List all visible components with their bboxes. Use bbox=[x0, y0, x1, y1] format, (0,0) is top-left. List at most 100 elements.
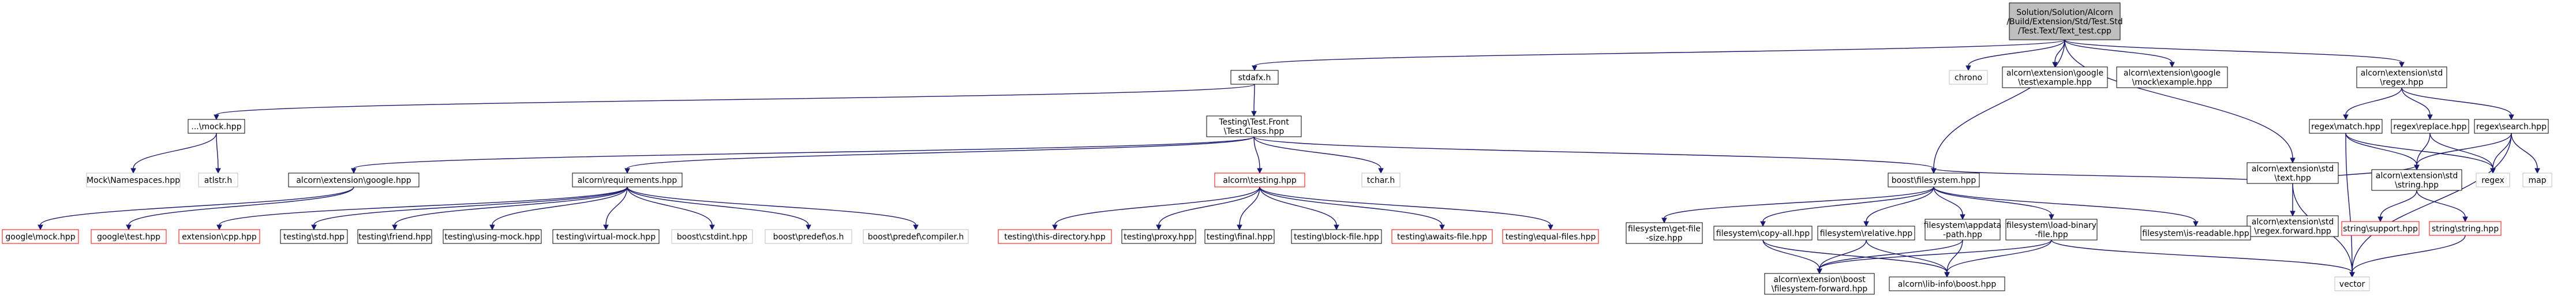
node-box bbox=[2391, 119, 2469, 134]
node-r-match[interactable]: regex\match.hpp bbox=[2309, 119, 2383, 134]
arrowhead-icon bbox=[311, 224, 317, 231]
node-r-search[interactable]: regex\search.hpp bbox=[2474, 119, 2549, 134]
node-label: testing\std.hpp bbox=[283, 232, 345, 242]
edge-line bbox=[2064, 39, 2173, 63]
node-t-thisdir[interactable]: testing\this-directory.hpp bbox=[998, 229, 1112, 244]
node-box bbox=[2522, 172, 2552, 187]
node-fs-readbin[interactable]: filesystem\load-binary-file.hpp bbox=[2005, 219, 2098, 241]
arrowhead-icon bbox=[130, 168, 136, 174]
node-fs-appdata[interactable]: filesystem\appdata-path.hpp bbox=[1924, 219, 2002, 241]
node-box bbox=[863, 229, 969, 244]
node-fs-fwd[interactable]: alcorn\extension\boost\filesystem-forwar… bbox=[1764, 273, 1875, 295]
arrowhead-icon bbox=[215, 168, 221, 174]
node-map[interactable]: map bbox=[2522, 172, 2552, 187]
node-std-text[interactable]: alcorn\extension\std\text.hpp bbox=[2246, 162, 2339, 184]
node-atlstr[interactable]: atlstr.h bbox=[198, 172, 238, 187]
node-fs[interactable]: boost\filesystem.hpp bbox=[1888, 172, 1980, 187]
node-std-string[interactable]: alcorn\extension\std\string.hpp bbox=[2371, 169, 2462, 191]
edge-line bbox=[2401, 87, 2512, 115]
node-label: alcorn\extension\google.hpp bbox=[296, 176, 411, 185]
node-testing[interactable]: alcorn\testing.hpp bbox=[1214, 172, 1305, 187]
node-stdafx[interactable]: stdafx.h bbox=[1230, 70, 1279, 85]
node-vector[interactable]: vector bbox=[2334, 276, 2370, 291]
edge-line bbox=[2345, 87, 2402, 115]
node-b-compiler[interactable]: boost\predef\compiler.h bbox=[863, 229, 969, 244]
node-ext-cpp[interactable]: extension\cpp.hpp bbox=[178, 229, 260, 244]
node-g-mock[interactable]: google\mock.hpp bbox=[2, 229, 79, 244]
node-fs-copyall[interactable]: filesystem\copy-all.hpp bbox=[1713, 226, 1813, 241]
node-g-test[interactable]: google\test.hpp bbox=[91, 229, 167, 244]
node-box bbox=[2334, 276, 2370, 291]
node-gmock-ex[interactable]: alcorn\extension\google\mock\example.hpp bbox=[2116, 66, 2228, 88]
node-t-final[interactable]: testing\final.hpp bbox=[1204, 229, 1275, 244]
node-reqs[interactable]: alcorn\requirements.hpp bbox=[572, 172, 683, 187]
node-box bbox=[178, 229, 260, 244]
node-label: alcorn\testing.hpp bbox=[1223, 176, 1297, 185]
node-b-posix[interactable]: boost\predef\os.h bbox=[765, 229, 852, 244]
node-tchar[interactable]: tchar.h bbox=[1361, 172, 1401, 187]
node-std-regex[interactable]: alcorn\extension\std\regex.hpp bbox=[2356, 66, 2447, 88]
edge-testing-to-t_equal bbox=[1259, 186, 1553, 231]
node-box bbox=[1764, 273, 1875, 295]
edge-line bbox=[627, 186, 809, 226]
edge-std_regex-to-r_match bbox=[2343, 87, 2402, 121]
node-label: /Build/Extension/Std/Test.Std bbox=[2006, 17, 2122, 27]
edge-line bbox=[1819, 239, 2052, 269]
node-label: google\mock.hpp bbox=[5, 232, 75, 242]
node-lib-boost[interactable]: alcorn\lib-info\boost.hpp bbox=[1889, 276, 2005, 291]
node-mock-ns[interactable]: Mock\Namespaces.hpp bbox=[86, 172, 181, 187]
edge-line bbox=[2051, 239, 2353, 273]
node-ext-google[interactable]: alcorn\extension\google.hpp bbox=[288, 172, 420, 187]
node-t-awaits[interactable]: testing\awaits-file.hpp bbox=[1391, 229, 1493, 244]
node-label: filesystem\get-file bbox=[1628, 224, 1701, 234]
edge-line bbox=[2416, 133, 2431, 166]
node-t-virtmock[interactable]: testing\virtual-mock.hpp bbox=[552, 229, 660, 244]
arrowhead-icon bbox=[1052, 224, 1058, 231]
node-fs-relative[interactable]: filesystem\relative.hpp bbox=[1817, 226, 1915, 241]
arrowhead-icon bbox=[1156, 224, 1162, 231]
node-regex[interactable]: regex bbox=[2476, 172, 2510, 187]
node-gtest-ex[interactable]: alcorn\extension\google\test\example.hpp bbox=[2002, 66, 2108, 88]
node-label: /Test.Text/Text_test.cpp bbox=[2018, 27, 2111, 36]
arrowhead-icon bbox=[1548, 224, 1553, 231]
node-box bbox=[2341, 221, 2420, 236]
node-b-cstdint[interactable]: boost\cstdint.hpp bbox=[671, 229, 753, 244]
node-chrono[interactable]: chrono bbox=[1949, 70, 1988, 85]
arrowhead-icon bbox=[489, 224, 495, 231]
node-label: testing\awaits-file.hpp bbox=[1397, 232, 1487, 242]
node-label: -size.hpp bbox=[1646, 234, 1682, 243]
node-s-support[interactable]: string\support.hpp bbox=[2341, 221, 2420, 236]
node-regex-fwd[interactable]: alcorn\extension\std\regex.forward.hpp bbox=[2246, 215, 2339, 237]
node-box bbox=[1361, 172, 1401, 187]
edge-line bbox=[2345, 133, 2417, 166]
node-label: alcorn\requirements.hpp bbox=[578, 176, 677, 185]
arrowhead-icon bbox=[1237, 224, 1242, 231]
node-s-string[interactable]: string\string.hpp bbox=[2429, 221, 2502, 236]
edge-line bbox=[216, 84, 1255, 115]
node-test-class[interactable]: Testing\Test.Front\Test.Class.hpp bbox=[1206, 115, 1302, 137]
node-fs-readable[interactable]: filesystem\is-readable.hpp bbox=[2140, 226, 2251, 241]
node-fs-getsize[interactable]: filesystem\get-file-size.hpp bbox=[1626, 222, 1703, 244]
edge-line bbox=[1933, 186, 2052, 215]
node-label: \mock\example.hpp bbox=[2132, 78, 2212, 87]
node-t-usingmock[interactable]: testing\using-mock.hpp bbox=[443, 229, 542, 244]
node-box bbox=[2002, 66, 2108, 88]
node-box bbox=[1889, 276, 2005, 291]
node-t-std[interactable]: testing\std.hpp bbox=[280, 229, 348, 244]
arrowhead-icon bbox=[2343, 114, 2349, 121]
node-mock[interactable]: ...\mock.hpp bbox=[188, 119, 245, 134]
node-label: -file.hpp bbox=[2035, 230, 2068, 239]
node-t-proxy[interactable]: testing\proxy.hpp bbox=[1121, 229, 1196, 244]
edge-test_class-to-fs bbox=[1253, 136, 1937, 174]
edge-line bbox=[1253, 136, 1260, 169]
node-r-replace[interactable]: regex\replace.hpp bbox=[2391, 119, 2469, 134]
edge-test_class-to-testing bbox=[1253, 136, 1263, 174]
edge-line bbox=[2401, 87, 2431, 115]
edge-root-to-std_regex bbox=[2064, 39, 2405, 68]
node-t-equal[interactable]: testing\equal-files.hpp bbox=[1502, 229, 1599, 244]
edge-std_regex-to-r_replace bbox=[2401, 87, 2433, 121]
node-label: testing\block-file.hpp bbox=[1294, 232, 1379, 242]
node-t-block[interactable]: testing\block-file.hpp bbox=[1291, 229, 1382, 244]
arrowhead-icon bbox=[1257, 168, 1263, 174]
node-t-friend[interactable]: testing\friend.hpp bbox=[357, 229, 432, 244]
